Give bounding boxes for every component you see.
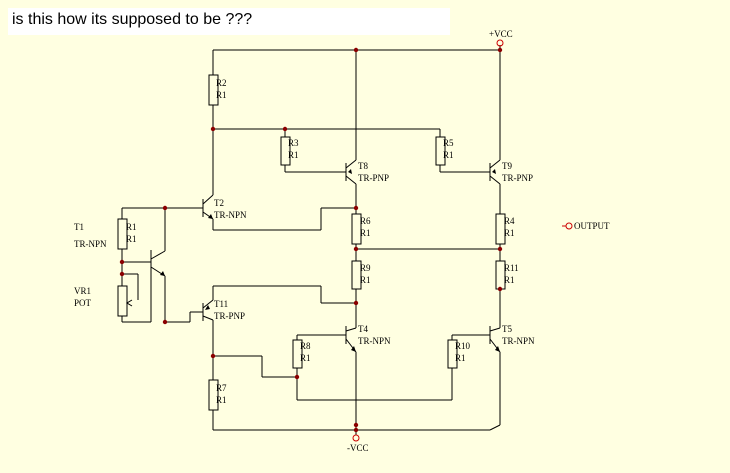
resistor-ref: R9 (360, 263, 371, 273)
transistor-type: TR-PNP (358, 173, 389, 183)
resistor-value: R1 (126, 234, 137, 244)
resistor-ref: R2 (216, 78, 227, 88)
transistor-ref: T2 (214, 198, 224, 208)
transistor-ref: T9 (502, 161, 512, 171)
transistor-type: TR-NPN (358, 336, 391, 346)
resistor-value: R1 (360, 228, 371, 238)
transistor-type: TR-PNP (502, 173, 533, 183)
resistor-ref: R1 (126, 222, 137, 232)
transistor-ref: T5 (502, 324, 512, 334)
vee-label: -VCC (347, 443, 369, 453)
resistor-value: R1 (443, 150, 454, 160)
resistor-ref: R8 (300, 341, 311, 351)
output-label: OUTPUT (574, 221, 610, 231)
resistor-R7 (208, 379, 219, 411)
transistor-type: TR-PNP (214, 311, 245, 321)
resistor-value: R1 (360, 275, 371, 285)
resistor-value: R1 (504, 228, 515, 238)
resistor-value: R1 (504, 275, 515, 285)
transistor-ref: T1 (74, 222, 84, 232)
transistor-ref: T4 (358, 324, 368, 334)
supply-terminals (352, 39, 573, 442)
resistor-R4 (495, 213, 506, 245)
pot-ref: VR1 (74, 286, 91, 296)
resistor-R8 (292, 339, 303, 369)
vcc-label: +VCC (489, 29, 513, 39)
junction-dots (119, 47, 503, 433)
resistor-R5 (435, 136, 446, 166)
resistor-R6 (351, 213, 362, 245)
resistor-R2 (208, 74, 219, 106)
resistor-value: R1 (288, 150, 299, 160)
resistor-R10 (447, 339, 458, 369)
resistor-R3 (280, 136, 291, 166)
wires (121, 45, 501, 435)
pot-type: POT (74, 298, 92, 308)
transistor-ref: T8 (358, 161, 368, 171)
transistor-type: TR-NPN (74, 239, 107, 249)
resistor-value: R1 (455, 353, 466, 363)
transistor-type: TR-NPN (502, 336, 535, 346)
resistor-ref: R10 (455, 341, 471, 351)
resistor-R1 (117, 218, 128, 250)
resistor-ref: R6 (360, 216, 371, 226)
resistor-ref: R3 (288, 138, 299, 148)
resistor-ref: R7 (216, 383, 227, 393)
resistor-value: R1 (216, 90, 227, 100)
transistor-arrows (160, 169, 500, 352)
transistor-symbols (150, 159, 501, 353)
resistor-bodies (117, 74, 506, 411)
output-terminal-icon (565, 222, 573, 230)
resistor-value: R1 (300, 353, 311, 363)
resistor-ref: R4 (504, 216, 515, 226)
potentiometer-VR1 (117, 285, 128, 317)
question-text: is this how its supposed to be ??? (12, 11, 253, 28)
resistor-value: R1 (216, 395, 227, 405)
labels: +VCC -VCC OUTPUT R2 R1 R3 R1 R5 R1 R6 R1… (74, 29, 610, 453)
transistor-type: TR-NPN (214, 210, 247, 220)
pot-wiper-icon (126, 299, 133, 307)
vee-terminal-icon (352, 434, 360, 442)
transistor-ref: T11 (214, 299, 228, 309)
resistor-ref: R11 (504, 263, 519, 273)
vcc-terminal-icon (496, 39, 504, 47)
resistor-ref: R5 (443, 138, 454, 148)
question-banner: is this how its supposed to be ??? (8, 8, 450, 35)
resistor-R9 (351, 260, 362, 290)
